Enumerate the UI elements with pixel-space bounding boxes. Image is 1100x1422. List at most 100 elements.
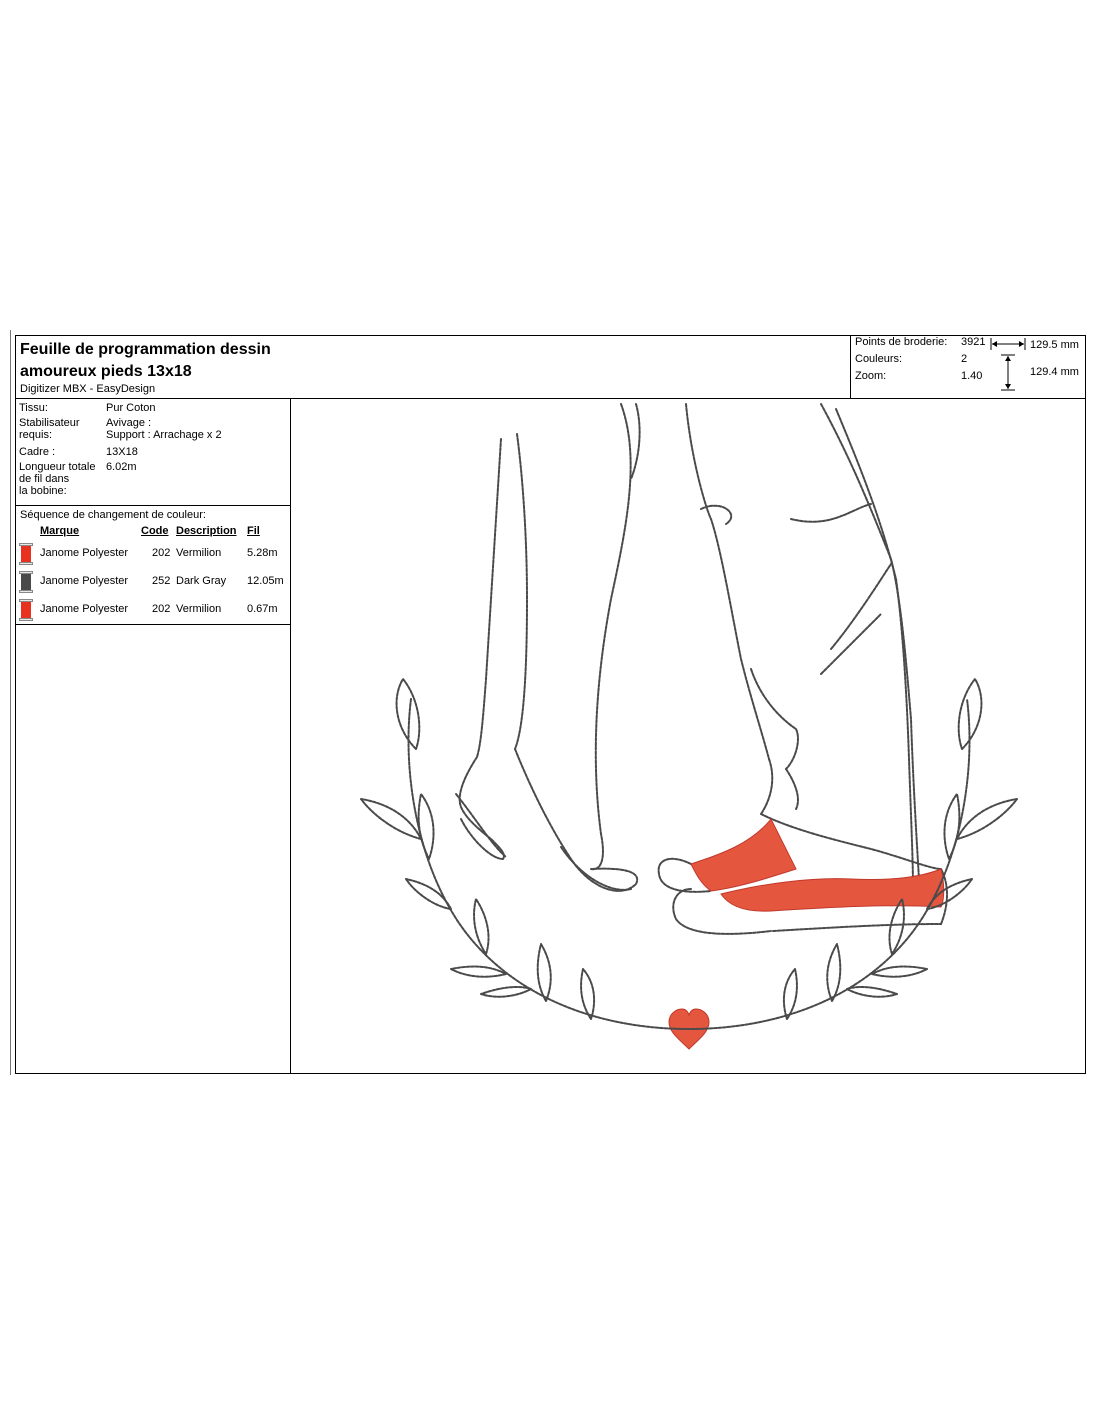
row-code: 202: [152, 603, 171, 615]
thread-length-label-2: de fil dans: [19, 473, 70, 485]
right-figure-shoe-sole-bottom: [772, 923, 942, 932]
material-properties: Tissu: Pur Coton Stabilisateur requis: A…: [16, 399, 290, 506]
row-code: 202: [152, 547, 171, 559]
wreath-leaf: [473, 898, 490, 955]
wreath-leaf: [580, 968, 596, 1020]
programming-sheet: Feuille de programmation dessin amoureux…: [15, 335, 1086, 1074]
spool-color-swatch: [21, 602, 31, 618]
wreath-leaf: [782, 968, 798, 1020]
wreath-leaf: [871, 965, 928, 978]
right-figure-back-leg: [685, 403, 770, 760]
color-row: Janome Polyester 252 Dark Gray 12.05m: [16, 569, 290, 597]
row-code: 252: [152, 575, 171, 587]
right-figure-heel-line: [785, 768, 799, 810]
right-figure-front-shoe-upper: [760, 813, 942, 870]
left-figure-back-leg-inner: [514, 433, 528, 750]
embroidery-design-illustration: [360, 403, 1018, 1050]
stabilizer-value-1: Avivage :: [106, 417, 152, 429]
thread-length-label-3: la bobine:: [19, 485, 67, 497]
design-width: 129.5 mm: [1030, 339, 1079, 351]
wreath-leaf: [826, 943, 842, 1002]
row-description: Vermilion: [176, 603, 222, 615]
row-description: Vermilion: [176, 547, 222, 559]
thread-length-value: 6.02m: [106, 461, 137, 473]
left-figure-front-leg: [590, 403, 632, 871]
stabilizer-label-1: Stabilisateur: [19, 417, 80, 429]
title-line-2: amoureux pieds 13x18: [20, 363, 192, 380]
color-row: Janome Polyester 202 Vermilion 5.28m: [16, 541, 290, 569]
color-sequence-title: Séquence de changement de couleur:: [20, 509, 206, 521]
zoom-label: Zoom:: [855, 370, 887, 382]
stitches-label: Points de broderie:: [855, 336, 948, 348]
right-figure-back-sneaker-fill: [690, 818, 797, 892]
sheet-title: Feuille de programmation dessin amoureux…: [20, 339, 271, 383]
wreath-leaf: [957, 678, 983, 750]
stabilizer-label-2: requis:: [19, 429, 53, 441]
thread-spool-icon: [19, 571, 33, 593]
thread-spool-icon: [19, 599, 33, 621]
right-figure-ankle: [760, 758, 774, 815]
wreath-leaf: [926, 878, 973, 910]
left-figure-back-leg: [476, 438, 502, 758]
wreath-leaf: [405, 878, 452, 910]
colors-value: 2: [961, 353, 968, 365]
header-thread: Fil: [247, 525, 260, 537]
sidebar-panel: Tissu: Pur Coton Stabilisateur requis: A…: [16, 399, 291, 1074]
right-figure-back-leg-crease: [700, 504, 733, 525]
spool-color-swatch: [21, 546, 31, 562]
right-figure-toe-cap: [672, 888, 772, 935]
dimension-arrows-icon: [990, 338, 1026, 391]
left-figure-back-shoe-sole: [455, 793, 507, 858]
wreath-leaf: [450, 965, 507, 978]
left-figure-front-shoe-edge: [560, 846, 632, 891]
right-figure-knee-fold: [830, 563, 892, 650]
title-line-1: Feuille de programmation dessin: [20, 341, 271, 358]
left-figure-front-leg-inner: [630, 403, 641, 480]
wreath-branch: [407, 698, 971, 1030]
color-sequence: Séquence de changement de couleur: Marqu…: [16, 506, 290, 625]
row-thread: 0.67m: [247, 603, 278, 615]
fabric-value: Pur Coton: [106, 402, 156, 414]
design-preview: [291, 399, 1085, 1074]
right-figure-knee-fold-2: [820, 613, 882, 675]
header-description: Description: [176, 525, 237, 537]
left-figure-back-shoe: [458, 756, 505, 860]
row-brand: Janome Polyester: [40, 603, 129, 615]
row-brand: Janome Polyester: [40, 575, 129, 587]
wreath-leaf: [480, 985, 532, 998]
frame-value: 13X18: [106, 446, 138, 458]
wreath-leaf: [536, 943, 552, 1002]
colors-label: Couleurs:: [855, 353, 903, 365]
wreath-leaf: [846, 985, 898, 998]
right-figure-shoe-sole-front: [940, 868, 948, 925]
right-figure-front-leg: [820, 403, 920, 880]
wreath-leaf: [417, 793, 435, 860]
zoom-value: 1.40: [961, 370, 983, 382]
fabric-label: Tissu:: [19, 402, 48, 414]
design-stats: Points de broderie: 3921 Couleurs: 2 Zoo…: [850, 336, 1085, 399]
wreath-leaf: [888, 898, 905, 955]
color-row: Janome Polyester 202 Vermilion 0.67m: [16, 597, 290, 625]
frame-label: Cadre :: [19, 446, 56, 458]
thread-length-label-1: Longueur totale: [19, 461, 96, 473]
right-figure-front-leg-inner: [835, 408, 914, 890]
left-figure-front-shoe: [514, 748, 639, 892]
stitches-value: 3921: [961, 336, 986, 348]
right-figure-front-sneaker-fill: [720, 868, 945, 912]
row-brand: Janome Polyester: [40, 547, 129, 559]
right-figure-crease-2: [790, 503, 872, 523]
spool-color-swatch: [21, 574, 31, 590]
right-figure-back-shoe-outline: [657, 857, 712, 893]
wreath-leaf: [360, 798, 422, 840]
wreath-leaf: [395, 678, 421, 750]
design-height: 129.4 mm: [1030, 366, 1079, 378]
software-credit: Digitizer MBX - EasyDesign: [20, 383, 156, 395]
right-figure-calf: [750, 668, 799, 770]
header-brand: Marque: [40, 525, 80, 537]
stabilizer-value-2: Support : Arrachage x 2: [106, 429, 222, 441]
wreath-leaf: [956, 798, 1018, 840]
header-code: Code: [141, 525, 169, 537]
page-edge-line: [10, 330, 11, 1075]
wreath-leaf: [943, 793, 961, 860]
thread-spool-icon: [19, 543, 33, 565]
